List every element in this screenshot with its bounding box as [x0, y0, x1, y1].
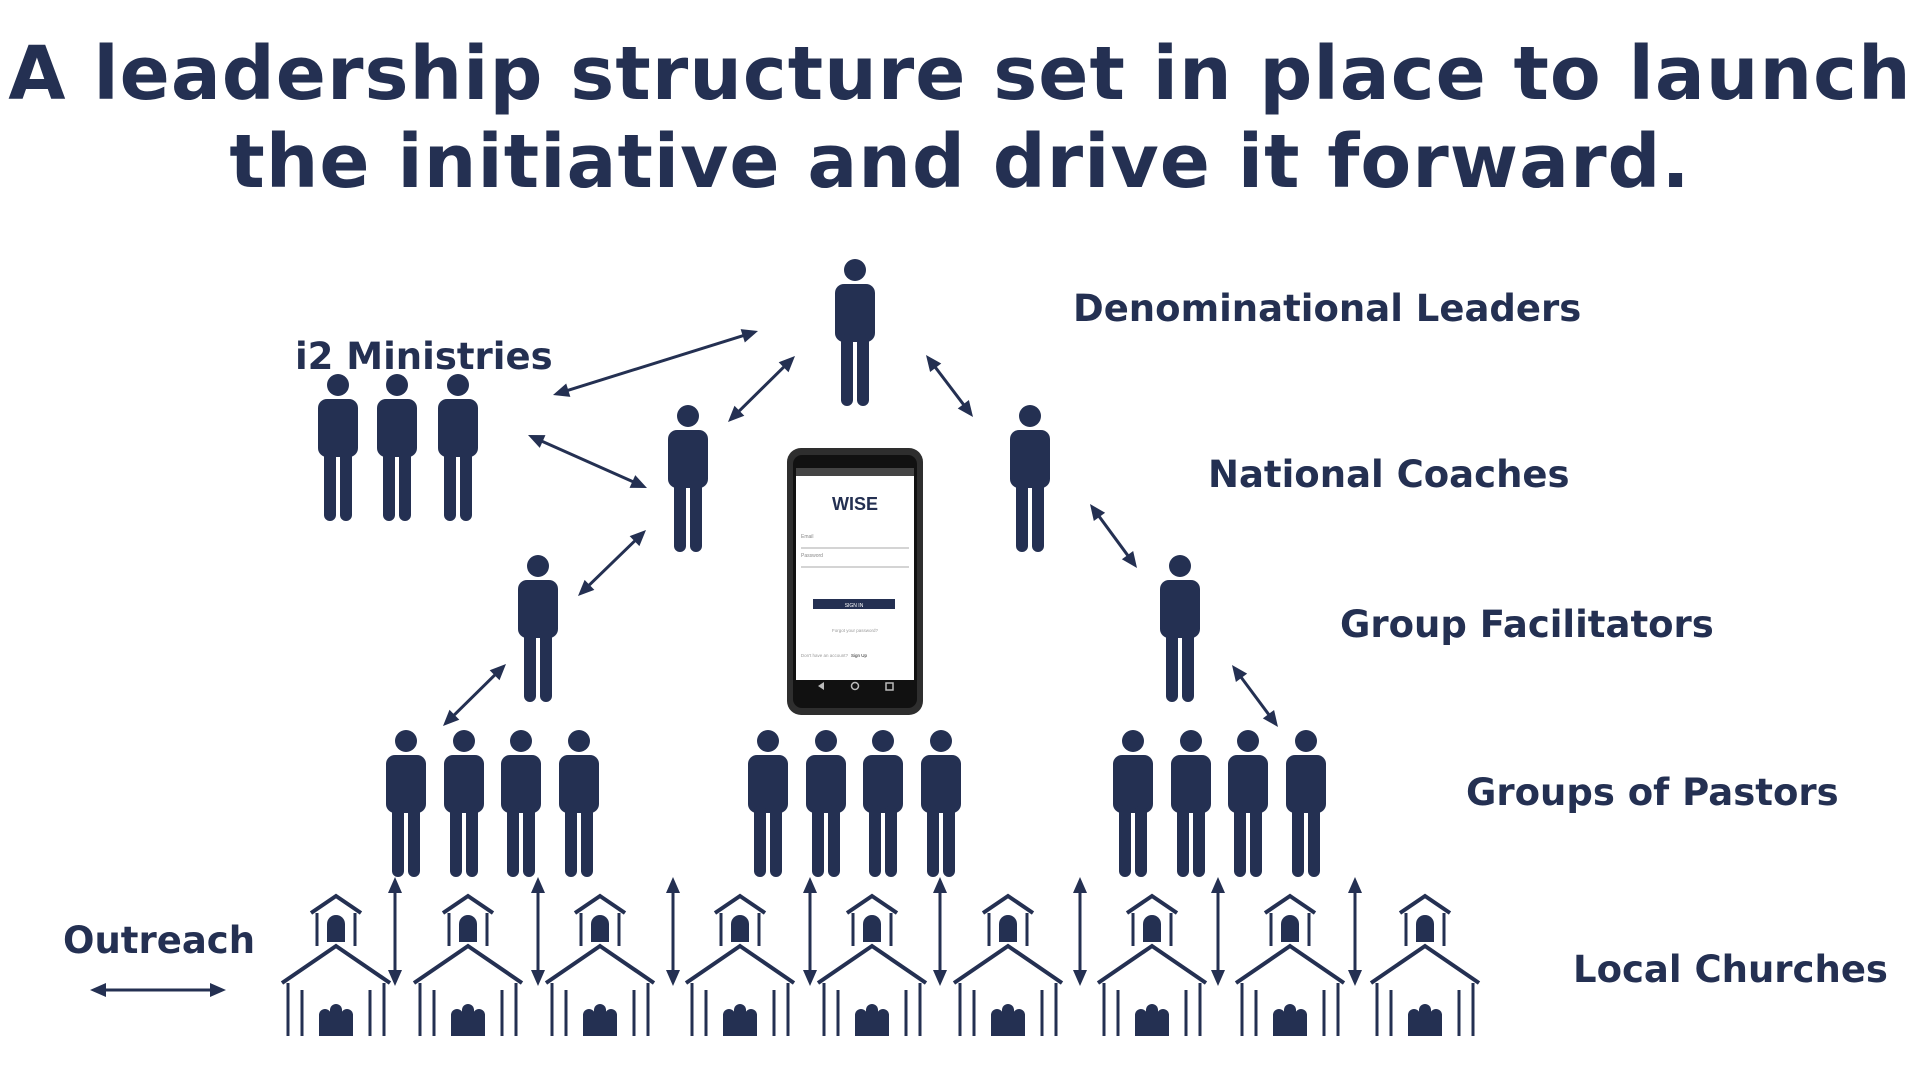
arrow-pastors-to-churches — [1348, 877, 1362, 986]
person-pastor-icon — [1171, 730, 1211, 877]
person-i2-ministries-icon — [377, 374, 417, 521]
person-pastor-icon — [863, 730, 903, 877]
church-icon — [684, 894, 796, 1038]
phone-app-name: WISE — [832, 494, 878, 514]
person-pastor-icon — [559, 730, 599, 877]
church-icon — [412, 894, 524, 1038]
person-pastor-icon — [1228, 730, 1268, 877]
person-pastor-icon — [748, 730, 788, 877]
arrow-pastors-to-churches — [1073, 877, 1087, 986]
recents-nav-icon[interactable] — [885, 682, 894, 691]
label-outreach: Outreach — [63, 919, 255, 962]
person-national-coach-icon — [668, 405, 708, 552]
arrow-i2-to-leader — [553, 329, 758, 397]
church-icon — [544, 894, 656, 1038]
phone-email-label: Email — [801, 534, 814, 540]
arrow-pastors-to-churches — [388, 877, 402, 986]
arrow-pastors-to-churches — [1211, 877, 1225, 986]
arrow-facilitator-to-coach — [578, 530, 646, 596]
person-group-facilitator-icon — [518, 555, 558, 702]
church-icon — [1234, 894, 1346, 1038]
label-i2-ministries: i2 Ministries — [295, 335, 553, 378]
person-pastor-icon — [806, 730, 846, 877]
church-icon — [952, 894, 1064, 1038]
person-pastor-icon — [1286, 730, 1326, 877]
person-i2-ministries-icon — [438, 374, 478, 521]
title-line-1: A leadership structure set in place to l… — [8, 31, 1912, 117]
church-icon — [1369, 894, 1481, 1038]
back-nav-icon[interactable] — [818, 682, 824, 690]
arrow-coach-to-leader — [728, 356, 795, 422]
phone-signup-link[interactable]: Sign Up — [851, 653, 868, 658]
person-pastor-icon — [501, 730, 541, 877]
phone-signin-button[interactable] — [813, 599, 895, 609]
person-i2-ministries-icon — [318, 374, 358, 521]
arrow-pastors-to-churches — [803, 877, 817, 986]
person-national-coach-icon — [1010, 405, 1050, 552]
person-pastor-icon — [1113, 730, 1153, 877]
label-denominational-leaders: Denominational Leaders — [1073, 287, 1581, 330]
arrow-pastors-to-churches — [933, 877, 947, 986]
arrow-facilitator-to-pastors — [1232, 665, 1278, 727]
person-group-facilitator-icon — [1160, 555, 1200, 702]
label-group-facilitators: Group Facilitators — [1340, 603, 1714, 646]
phone-signup-prompt: Don't have an account? — [801, 653, 849, 658]
person-denominational-leader-icon — [835, 259, 875, 406]
arrow-leader-to-coach — [926, 355, 973, 417]
page-title: A leadership structure set in place to l… — [0, 30, 1920, 206]
arrow-pastors-to-facilitator — [443, 664, 506, 726]
person-pastor-icon — [444, 730, 484, 877]
label-national-coaches: National Coaches — [1208, 453, 1570, 496]
church-icon — [1096, 894, 1208, 1038]
phone-mockup: WISE Email Password SIGN IN Forgot your … — [787, 448, 923, 715]
phone-password-label: Password — [801, 553, 823, 559]
person-pastor-icon — [386, 730, 426, 877]
phone-signin-label: SIGN IN — [845, 603, 864, 609]
title-line-2: the initiative and drive it forward. — [229, 119, 1691, 205]
person-pastor-icon — [921, 730, 961, 877]
phone-forgot-link[interactable]: Forgot your password? — [832, 628, 879, 633]
label-local-churches: Local Churches — [1573, 948, 1888, 991]
arrow-i2-to-coach — [528, 435, 647, 488]
arrow-coach-to-facilitator — [1090, 504, 1137, 568]
church-icon — [280, 894, 392, 1038]
church-icon — [816, 894, 928, 1038]
arrow-pastors-to-churches — [666, 877, 680, 986]
arrow-pastors-to-churches — [531, 877, 545, 986]
arrow-outreach — [90, 983, 226, 997]
home-nav-icon[interactable] — [850, 681, 860, 691]
label-groups-of-pastors: Groups of Pastors — [1466, 771, 1839, 814]
